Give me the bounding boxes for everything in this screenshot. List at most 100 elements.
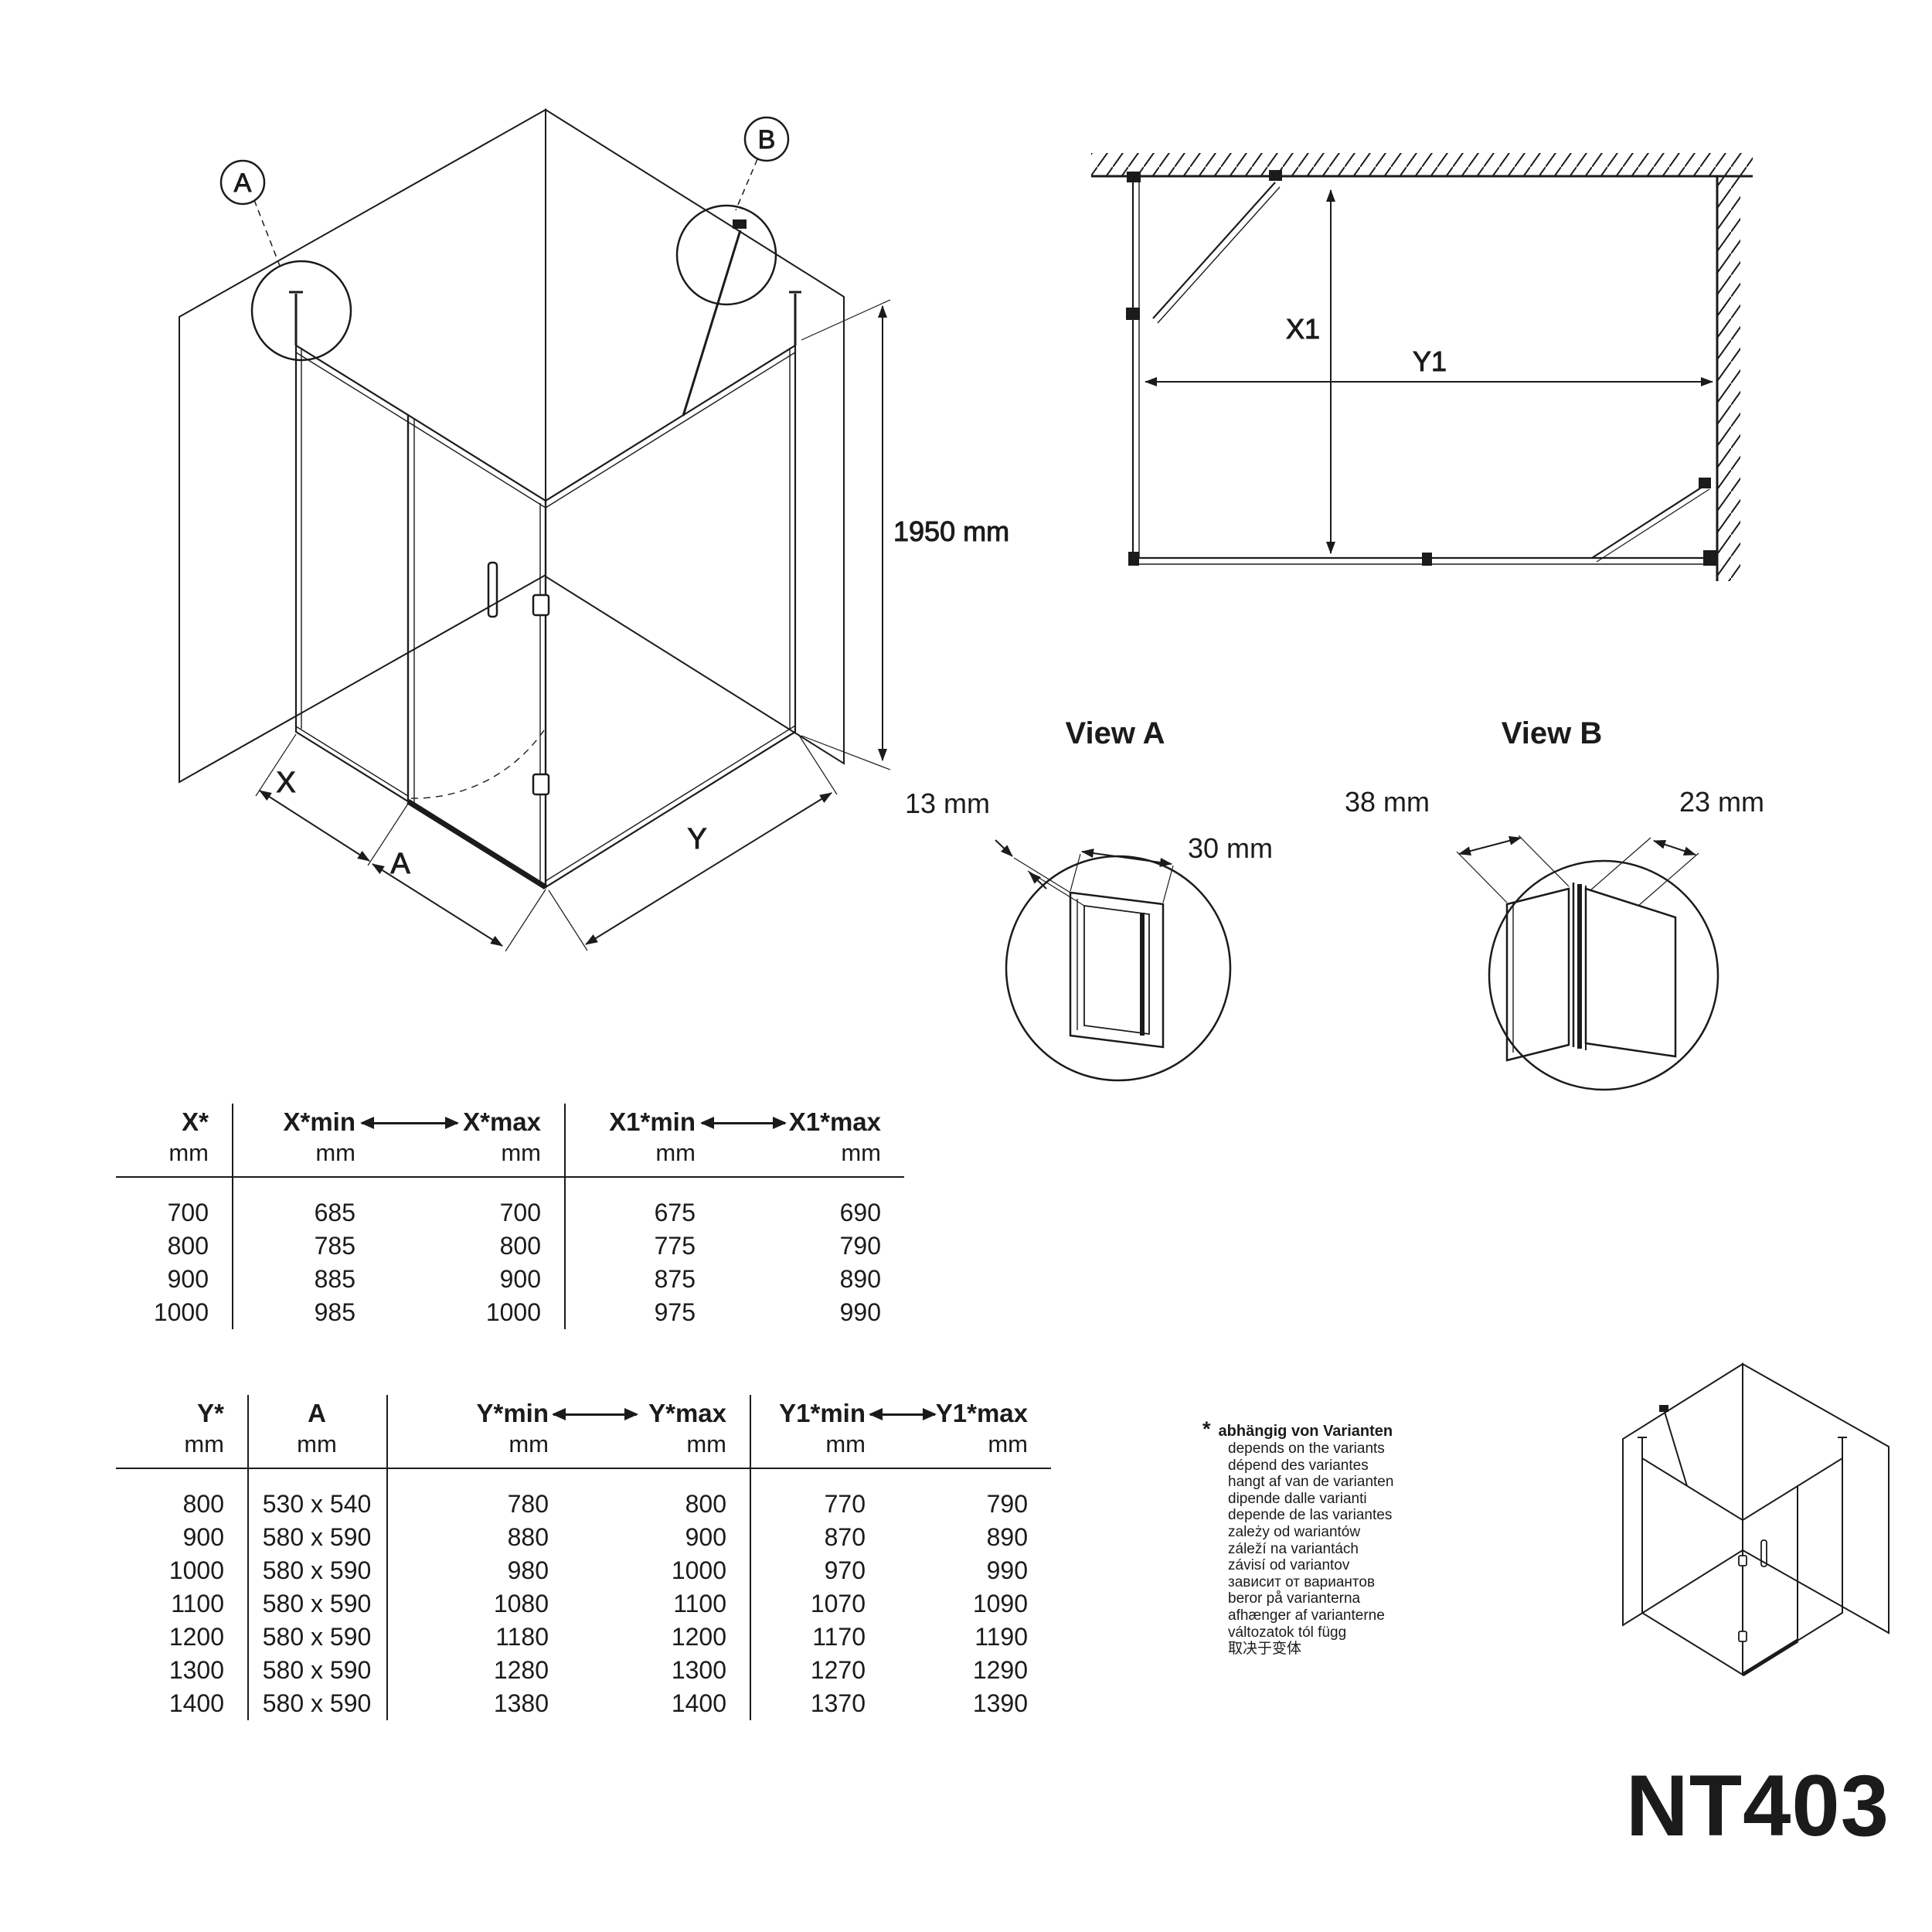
table-cell: 1290	[972, 1656, 1028, 1684]
table-cell: 1300	[671, 1656, 726, 1684]
table-cell: 580 x 590	[262, 1590, 372, 1617]
table-cell: 885	[314, 1265, 355, 1293]
column-label: X*	[182, 1107, 209, 1136]
table-cell: 1000	[671, 1556, 726, 1584]
detail-b-circle	[675, 204, 777, 306]
table-cell: 1070	[810, 1590, 866, 1617]
dim-a-label: A	[390, 848, 410, 880]
detail-a-letter: A	[234, 168, 252, 198]
table-y-header: Y* mm A mm Y*min mm Y*max mm Y1*min mm Y…	[116, 1395, 1051, 1469]
column-label: Y*max	[648, 1399, 726, 1427]
glass-clamp	[1422, 553, 1432, 566]
column-label: Y1*max	[935, 1399, 1028, 1427]
table-cell: 580 x 590	[262, 1656, 372, 1684]
table-cell: 1300	[168, 1656, 224, 1684]
column-label: Y*min	[476, 1399, 549, 1427]
column-header: X* mm	[116, 1107, 232, 1168]
wall-panels	[179, 108, 845, 784]
table-cell: 1380	[493, 1689, 549, 1717]
table-cell: 580 x 590	[262, 1623, 372, 1651]
column-header: X1*min mm	[564, 1107, 719, 1168]
bar-wall-mount	[1699, 478, 1711, 488]
footnote-translation: beror på varianterna	[1228, 1590, 1361, 1607]
table-cell: 890	[986, 1523, 1028, 1551]
footnote-translation: dipende dalle varianti	[1228, 1490, 1367, 1507]
dimensions-table-y: Y* mm A mm Y*min mm Y*max mm Y1*min mm Y…	[116, 1395, 1051, 1720]
table-cell: 980	[507, 1556, 549, 1584]
table-cell: 900	[182, 1523, 224, 1551]
range-arrow	[869, 1409, 937, 1420]
hinge-bracket	[1126, 308, 1140, 320]
table-cell: 1000	[153, 1298, 209, 1326]
table-cell: 790	[839, 1232, 881, 1260]
table-cell: 1100	[673, 1590, 726, 1617]
view-a-drawing	[995, 839, 1232, 1082]
view-b-detail: View B 38 mm 23 mm	[1345, 716, 1764, 1091]
wall-profile-bracket	[1127, 172, 1141, 182]
wall-bracket	[1703, 550, 1717, 566]
table-cell: 870	[824, 1523, 866, 1551]
table-cell: 775	[654, 1232, 696, 1260]
table-cell: 1200	[168, 1623, 224, 1651]
open-door	[1152, 182, 1276, 319]
detail-b-badge	[743, 116, 790, 162]
dim-x1-label: X1	[1286, 313, 1320, 345]
column-header: X*max mm	[379, 1107, 564, 1168]
column-header: Y*max mm	[572, 1398, 750, 1460]
footnote-translation: afhænger af varianterne	[1228, 1607, 1385, 1624]
plan-dimensions: X1 Y1	[1145, 189, 1713, 554]
table-cell: 685	[314, 1199, 355, 1226]
table-cell: 800	[685, 1490, 726, 1518]
plan-glass	[1126, 170, 1717, 566]
table-divider	[247, 1395, 249, 1720]
table-cell: 690	[839, 1199, 881, 1226]
table-cell: 1390	[972, 1689, 1028, 1717]
table-cell: 785	[314, 1232, 355, 1260]
column-unit: mm	[988, 1430, 1028, 1458]
table-divider	[232, 1104, 233, 1329]
column-unit: mm	[509, 1430, 549, 1458]
footnote-translation: depends on the variants	[1228, 1440, 1385, 1457]
table-cell: 530 x 540	[262, 1490, 372, 1518]
table-divider	[564, 1104, 566, 1329]
column-unit: mm	[184, 1430, 224, 1458]
table-cell: 580 x 590	[262, 1523, 372, 1551]
door-hinge-bracket	[1269, 170, 1282, 181]
table-cell: 1090	[972, 1590, 1028, 1617]
column-label: X1*max	[788, 1107, 881, 1136]
footnote-translation: dépend des variantes	[1228, 1457, 1369, 1474]
column-header: Y* mm	[116, 1398, 247, 1460]
thumbnail-isometric-drawing	[1622, 1362, 1889, 1677]
table-cell: 1000	[485, 1298, 541, 1326]
table-cell: 800	[167, 1232, 209, 1260]
table-cell: 1190	[975, 1623, 1028, 1651]
table-cell: 875	[654, 1265, 696, 1293]
wall-profile-section	[1069, 891, 1165, 1049]
column-header: Y1*max mm	[889, 1398, 1051, 1460]
product-code: NT403	[1625, 1757, 1889, 1854]
column-header: X*min mm	[232, 1107, 379, 1168]
door-hinge	[1738, 1631, 1747, 1642]
dim-x-label: X	[276, 767, 295, 799]
table-cell: 1400	[671, 1689, 726, 1717]
table-cell: 1080	[493, 1590, 549, 1617]
footnote-translation: változatok tól függ	[1228, 1624, 1347, 1641]
table-cell: 1100	[171, 1590, 224, 1617]
table-cell: 675	[654, 1199, 696, 1226]
detail-callouts: A B	[219, 116, 790, 362]
detail-a-badge	[219, 159, 266, 206]
door-hinge	[532, 773, 550, 796]
support-bar	[682, 230, 742, 417]
table-x-header: X* mm X*min mm X*max mm X1*min mm X1*max…	[116, 1104, 904, 1178]
footnote-translation: zależy od wariantów	[1228, 1523, 1361, 1540]
range-arrow	[700, 1117, 787, 1128]
table-cell: 975	[654, 1298, 696, 1326]
table-cell: 900	[167, 1265, 209, 1293]
table-divider	[386, 1395, 388, 1720]
table-cell: 770	[824, 1490, 866, 1518]
